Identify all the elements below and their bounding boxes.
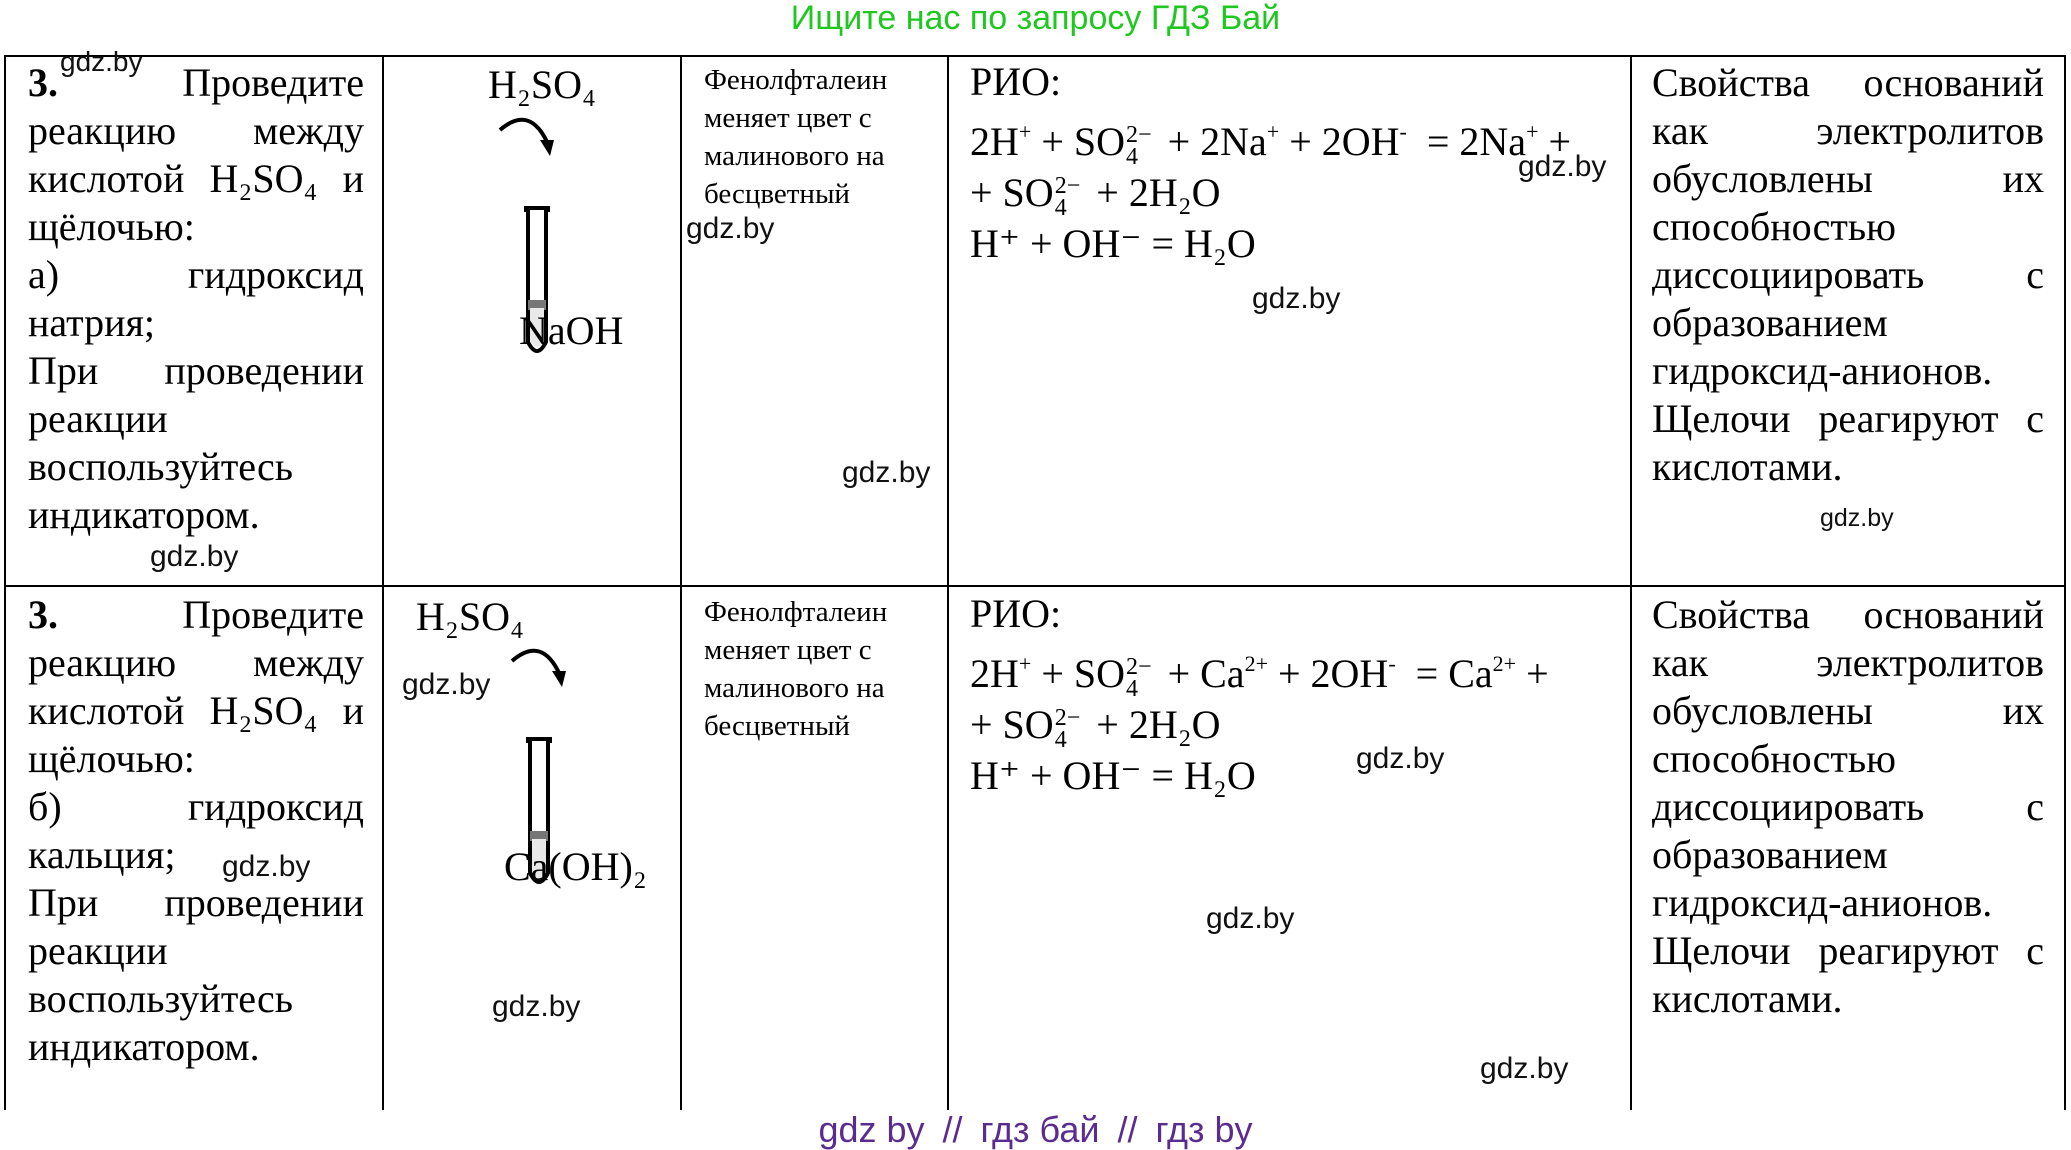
task-cell: 3. Проведите реакцию между кислотой H₂SO… <box>28 59 364 579</box>
watermark: gdz.by <box>150 540 239 573</box>
bottom-banner-link[interactable]: гдз by <box>1155 1109 1253 1150</box>
reagent-top: H₂SO₄ <box>416 594 524 639</box>
column-divider <box>680 55 682 1110</box>
table-border-left <box>4 55 6 1110</box>
top-banner[interactable]: Ищите нас по запросу ГДЗ Бай <box>790 0 1281 37</box>
column-divider <box>382 55 384 1110</box>
task-text: Проведите реакцию между кислотой H₂SO₄ и… <box>28 592 364 781</box>
bottom-banner-separator: // <box>942 1109 963 1150</box>
reagent-bottom: NaOH <box>519 308 624 353</box>
watermark: gdz.by <box>1206 902 1295 935</box>
task-hint: При проведении реакции воспользуйтесь ин… <box>28 348 364 537</box>
watermark: gdz.by <box>60 46 143 77</box>
watermark: gdz.by <box>1356 742 1445 775</box>
watermark: gdz.by <box>686 212 775 245</box>
task-item: б) гидроксид кальция; <box>28 784 364 877</box>
reagent-bottom: Ca(OH)₂ <box>504 844 647 889</box>
watermark: gdz.by <box>1820 504 1894 532</box>
bottom-banner[interactable]: gdz by // гдз бай // гдз by <box>0 1110 2071 1150</box>
short-ionic-equation: H⁺ + OH⁻ = H₂O <box>970 752 1256 798</box>
equation-title: РИО: <box>970 591 1062 636</box>
task-number: 3. <box>28 60 58 105</box>
task-text: Проведите реакцию между кислотой H₂SO₄ и… <box>28 60 364 249</box>
watermark: gdz.by <box>222 850 311 883</box>
eq-cation: Ca <box>1200 651 1245 696</box>
bottom-banner-link[interactable]: гдз бай <box>980 1109 1100 1150</box>
column-divider <box>947 55 949 1110</box>
observation-cell: Фенолфталеин меняет цвет с малинового на… <box>704 64 888 210</box>
row-divider <box>4 585 2066 587</box>
properties-cell: Свойства оснований как электролитов обус… <box>1652 592 2044 1021</box>
column-divider <box>1630 55 1632 1110</box>
bottom-banner-link[interactable]: gdz by <box>818 1109 925 1150</box>
equation-title: РИО: <box>970 59 1062 104</box>
watermark: gdz.by <box>1518 150 1607 183</box>
watermark: gdz.by <box>492 990 581 1023</box>
properties-cell: Свойства оснований как электролитов обус… <box>1652 60 2044 489</box>
watermark: gdz.by <box>402 668 491 701</box>
task-number: 3. <box>28 592 58 637</box>
observation-cell: Фенолфталеин меняет цвет с малинового на… <box>704 596 888 742</box>
eq-cation: Na <box>1220 119 1267 164</box>
watermark: gdz.by <box>842 456 931 489</box>
task-item: а) гидроксид натрия; <box>28 252 364 345</box>
bottom-banner-separator: // <box>1117 1109 1138 1150</box>
short-ionic-equation: H⁺ + OH⁻ = H₂O <box>970 220 1256 266</box>
answer-table: 3. Проведите реакцию между кислотой H₂SO… <box>4 55 2066 1110</box>
task-cell: 3. Проведите реакцию между кислотой H₂SO… <box>28 591 364 1101</box>
test-tube-icon <box>510 648 566 884</box>
watermark: gdz.by <box>1252 282 1341 315</box>
watermark: gdz.by <box>1480 1052 1569 1085</box>
reagent-top: H₂SO₄ <box>488 62 596 107</box>
test-tube-icon <box>498 117 554 353</box>
table-border-right <box>2064 55 2066 1110</box>
table-border-top <box>4 55 2066 57</box>
task-hint: При проведении реакции воспользуйтесь ин… <box>28 880 364 1069</box>
